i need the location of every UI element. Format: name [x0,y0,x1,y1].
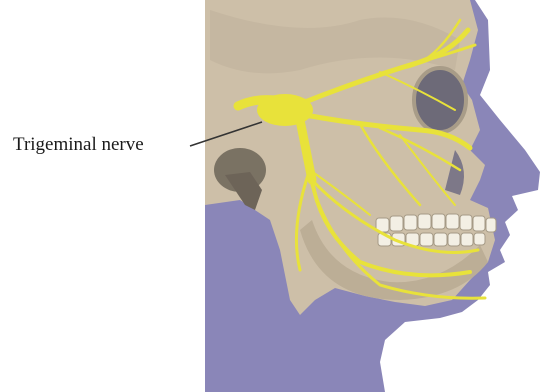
trigeminal-nerve-label: Trigeminal nerve [13,134,144,156]
upper-teeth [376,214,496,232]
